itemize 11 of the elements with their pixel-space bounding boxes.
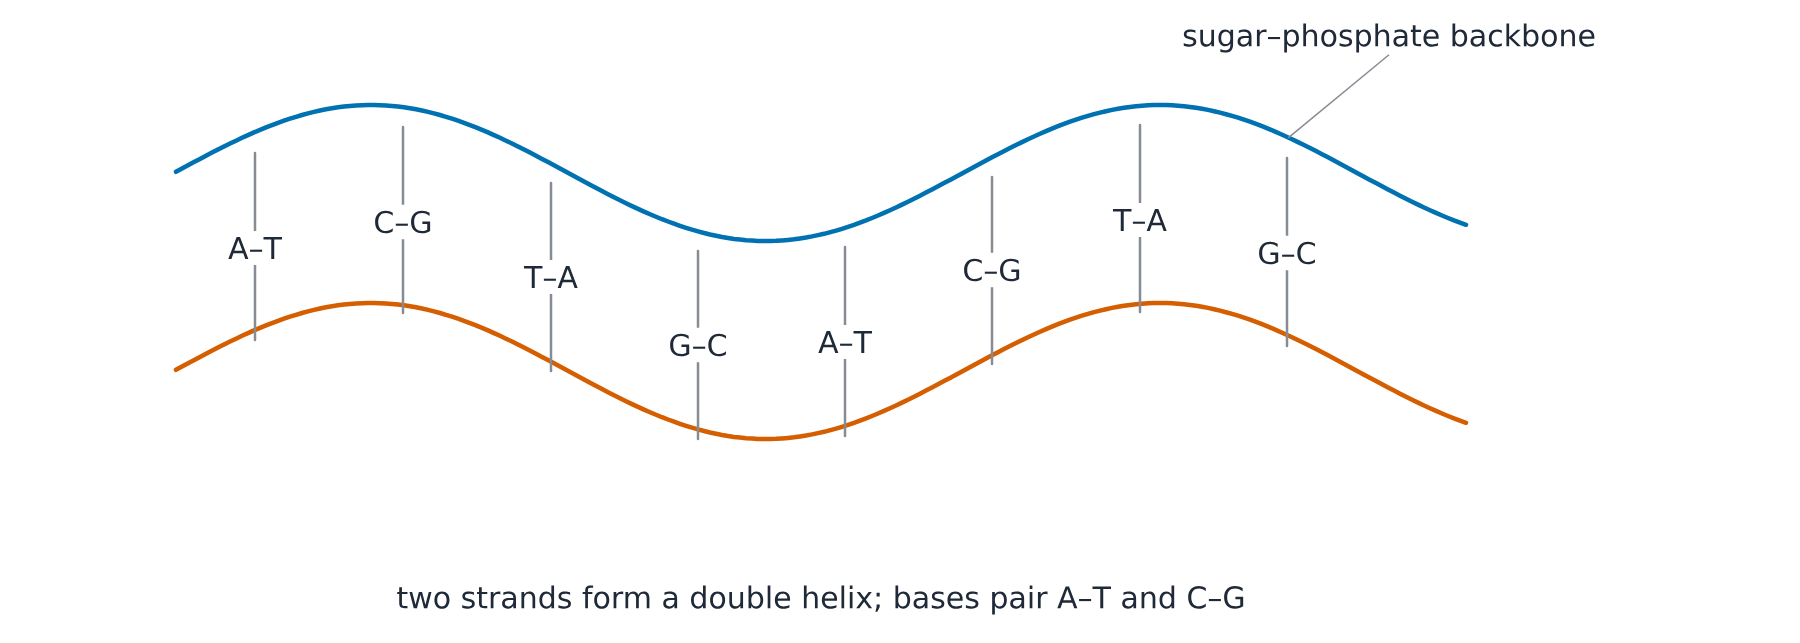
base-pair-label: A–T [816,325,874,359]
base-pair-label: G–C [666,327,730,363]
caption: two strands form a double helix; bases pair A–T and C–G [397,585,1244,615]
base-pair-label: T–A [522,260,580,294]
base-pair-label: C–G [371,204,435,240]
callout-label: sugar–phosphate backbone [1183,23,1595,53]
base-pair-label: T–A [1111,203,1169,237]
leader-line [1287,53,1390,139]
base-pair-label: A–T [226,231,284,265]
base-pair-label: C–G [960,252,1024,288]
base-pair-label: G–C [1255,235,1319,271]
